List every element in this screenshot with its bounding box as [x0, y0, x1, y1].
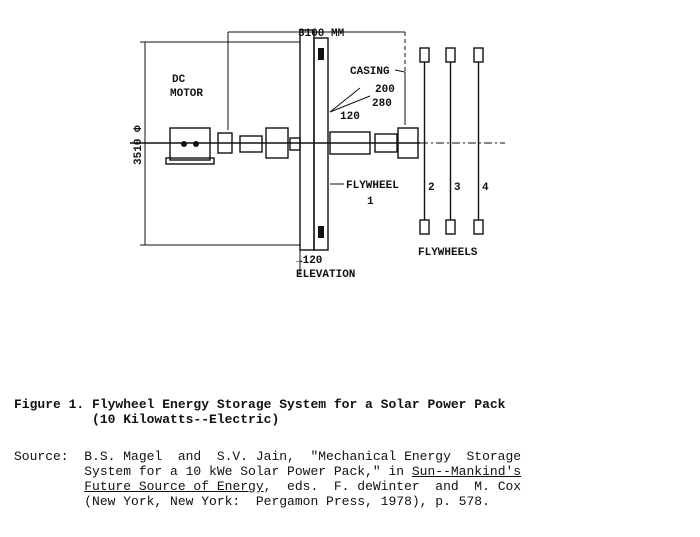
source-citation: Source: B.S. Magel and S.V. Jain, "Mecha…	[14, 449, 521, 509]
flywheel-3	[445, 47, 456, 235]
book-title-part1: Sun--Mankind's	[411, 464, 522, 479]
height-dimension-label: 3510 Φ	[133, 125, 145, 165]
coupling	[217, 132, 233, 154]
source-line-3-text: , eds. F. deWinter and M. Cox	[263, 479, 522, 494]
motor-label-line1: DC	[172, 74, 186, 86]
bearing	[374, 133, 398, 153]
flywheel-rim-mark	[318, 48, 324, 60]
motor-terminal-icon	[193, 141, 199, 147]
flywheel-1-casing	[313, 37, 329, 251]
caption-line-1: Figure 1. Flywheel Energy Storage System…	[14, 397, 506, 412]
coupling	[289, 137, 301, 151]
source-line-1: Source: B.S. Magel and S.V. Jain, "Mecha…	[14, 449, 522, 464]
flywheel-label: FLYWHEEL	[346, 180, 399, 192]
flywheel-2	[419, 47, 430, 235]
motor-base	[165, 157, 215, 165]
dim-120-bottom-label: →120	[296, 255, 322, 267]
casing-label: CASING	[350, 66, 390, 78]
flywheels-label: FLYWHEELS	[418, 247, 478, 259]
flywheel-engineering-drawing: 3100 MM 3510 Φ DC MOTOR CASING 200 280 1…	[130, 28, 505, 281]
book-title-part2: Future Source of Energy	[84, 479, 264, 494]
source-line-2-text: System for a 10 kWe Solar Power Pack," i…	[14, 464, 412, 479]
caption-line-2: (10 Kilowatts--Electric)	[14, 412, 280, 427]
motor-label-line2: MOTOR	[170, 88, 203, 100]
flywheel-rim-mark	[318, 226, 324, 238]
casing-leader	[394, 69, 406, 125]
flywheel-4	[473, 47, 484, 235]
source-line-4: (New York, New York: Pergamon Press, 197…	[14, 494, 490, 509]
leader-line	[329, 87, 361, 113]
width-dimension-label: 3100 MM	[298, 28, 345, 40]
bearing	[239, 135, 263, 153]
flywheel-1	[299, 29, 315, 251]
source-line-2: System for a 10 kWe Solar Power Pack," i…	[14, 464, 521, 479]
dc-motor	[169, 127, 211, 161]
flywheel-number-3: 3	[454, 182, 461, 194]
flywheel-number-4: 4	[482, 182, 489, 194]
dim-200-label: 200	[375, 84, 395, 96]
source-line-3: Future Source of Energy, eds. F. deWinte…	[14, 479, 521, 494]
motor-terminal-icon	[181, 141, 187, 147]
dim-120-top-label: 120	[340, 111, 360, 123]
flywheel-number: 1	[367, 196, 374, 208]
flywheel-number-2: 2	[428, 182, 435, 194]
elevation-label: ELEVATION	[296, 269, 355, 281]
source-line-3-indent	[14, 479, 84, 494]
gearbox	[265, 127, 289, 159]
dim-280-label: 280	[372, 98, 392, 110]
leader-line	[329, 95, 371, 113]
bearing-housing	[329, 131, 371, 155]
figure-caption: Figure 1. Flywheel Energy Storage System…	[14, 397, 505, 427]
casing-end	[397, 127, 419, 159]
